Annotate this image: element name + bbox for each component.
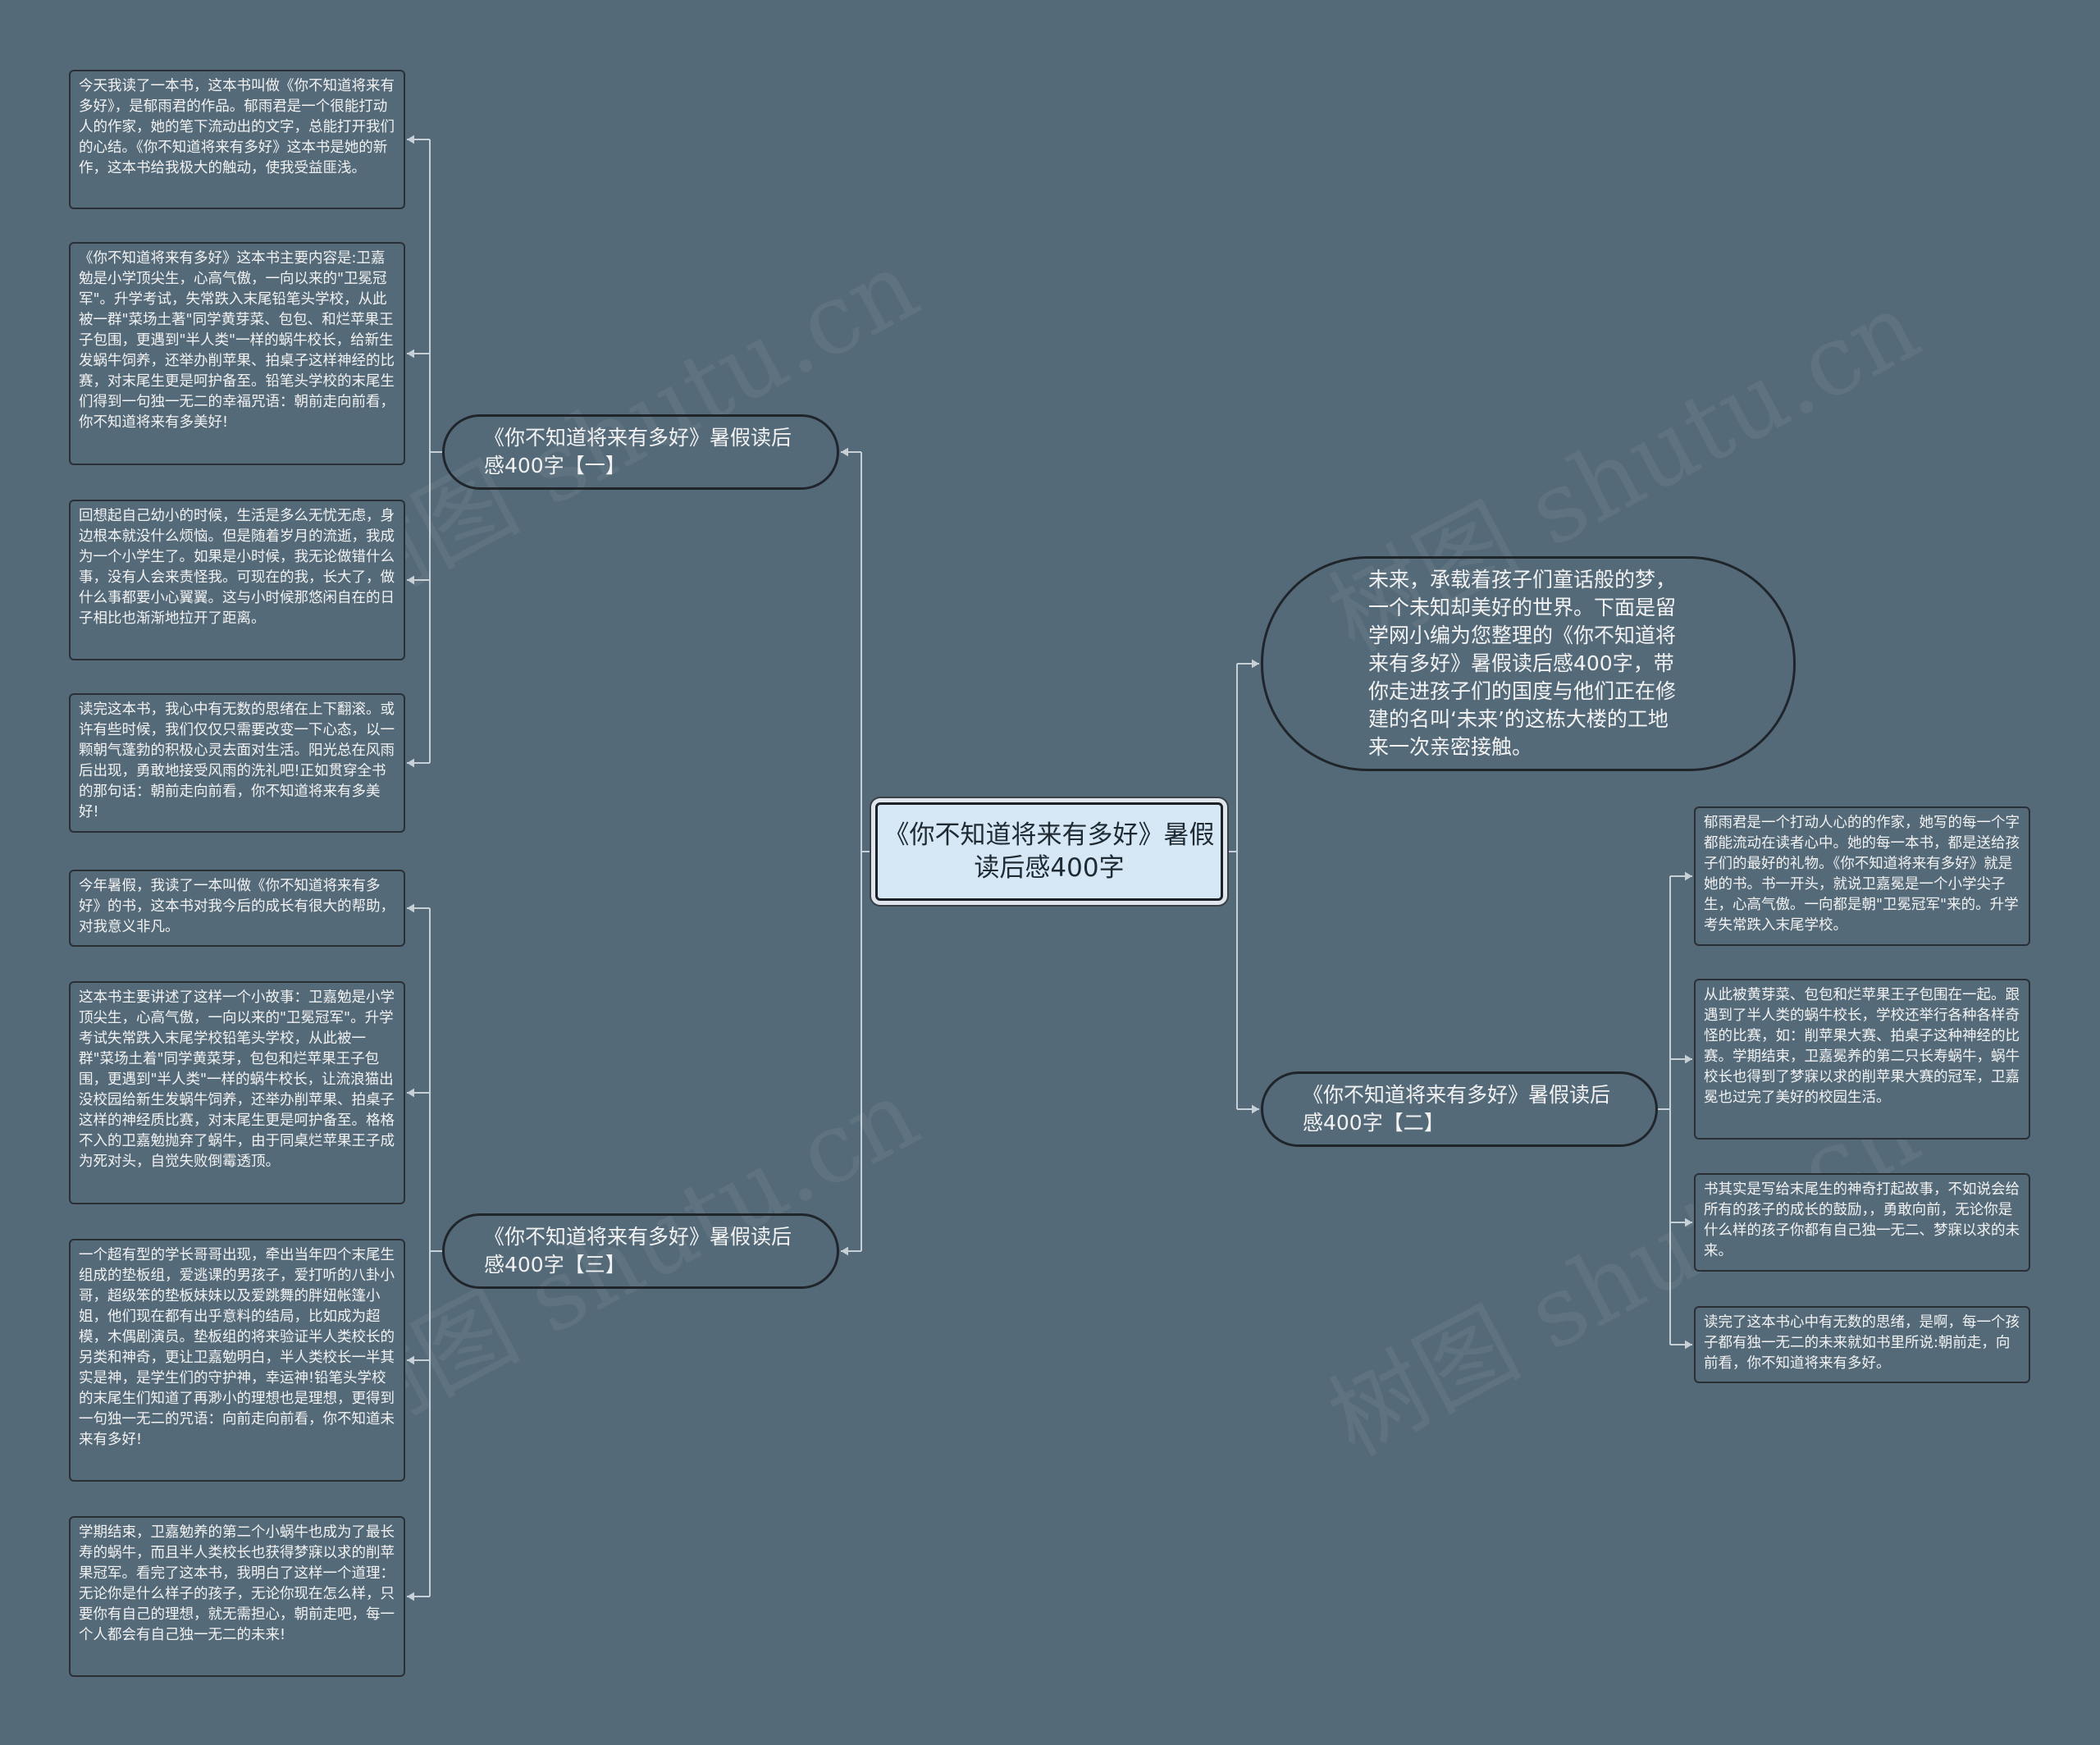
- leaf-node[interactable]: 《你不知道将来有多好》这本书主要内容是:卫嘉勉是小学顶尖生，心高气傲，一向以来的…: [69, 242, 405, 465]
- arrowhead: [1252, 1104, 1259, 1114]
- leaf-text: 从此被黄芽菜、包包和烂苹果王子包围在一起。跟遇到了半人类的蜗牛校长，学校还举行各…: [1704, 987, 2020, 1106]
- branch-label: 《你不知道将来有多好》暑假读后感400字【一】: [484, 426, 792, 477]
- leaf-node[interactable]: 今天我读了一本书，这本书叫做《你不知道将来有多好》，是郁雨君的作品。郁雨君是一个…: [69, 70, 405, 209]
- leaf-node[interactable]: 读完了这本书心中有无数的思绪，是啊，每一个孩子都有独一无二的未来就如书里所说:朝…: [1694, 1306, 2030, 1383]
- branch-node-1[interactable]: 《你不知道将来有多好》暑假读后感400字【一】: [442, 414, 839, 490]
- branch-node-2[interactable]: 《你不知道将来有多好》暑假读后感400字【二】: [1261, 1071, 1658, 1147]
- arrowhead: [407, 1355, 414, 1365]
- leaf-node[interactable]: 郁雨君是一个打动人心的的作家，她写的每一个字都能流动在读者心中。她的每一本书，都…: [1694, 806, 2030, 946]
- leaf-text: 今天我读了一本书，这本书叫做《你不知道将来有多好》，是郁雨君的作品。郁雨君是一个…: [79, 78, 395, 176]
- leaf-text: 回想起自己幼小的时候，生活是多么无忧无虑，身边根本就没什么烦恼。但是随着岁月的流…: [79, 508, 395, 627]
- leaf-text: 读完这本书，我心中有无数的思绪在上下翻滚。或许有些时候，我们仅仅只需要改变一下心…: [79, 701, 395, 820]
- leaf-text: 今年暑假，我读了一本叫做《你不知道将来有多好》的书，这本书对我今后的成长有很大的…: [79, 878, 395, 935]
- leaf-text: 读完了这本书心中有无数的思绪，是啊，每一个孩子都有独一无二的未来就如书里所说:朝…: [1704, 1314, 2020, 1372]
- leaf-text: 《你不知道将来有多好》这本书主要内容是:卫嘉勉是小学顶尖生，心高气傲，一向以来的…: [79, 250, 395, 431]
- leaf-node[interactable]: 今年暑假，我读了一本叫做《你不知道将来有多好》的书，这本书对我今后的成长有很大的…: [69, 870, 405, 947]
- leaf-text: 学期结束，卫嘉勉养的第二个小蜗牛也成为了最长寿的蜗牛，而且半人类校长也获得梦寐以…: [79, 1524, 395, 1643]
- leaf-node[interactable]: 从此被黄芽菜、包包和烂苹果王子包围在一起。跟遇到了半人类的蜗牛校长，学校还举行各…: [1694, 979, 2030, 1140]
- intro-node[interactable]: 未来，承载着孩子们童话般的梦，一个未知却美好的世界。下面是留学网小编为您整理的《…: [1261, 556, 1796, 771]
- arrowhead: [1252, 659, 1259, 669]
- arrowhead: [1685, 1054, 1692, 1064]
- arrowhead: [407, 575, 414, 585]
- arrowhead: [1685, 1217, 1692, 1227]
- arrowhead: [407, 1088, 414, 1098]
- leaf-text: 一个超有型的学长哥哥出现，牵出当年四个末尾生组成的垫板组，爱逃课的男孩子，爱打听…: [79, 1247, 395, 1448]
- arrowhead: [407, 349, 414, 359]
- arrowhead: [407, 135, 414, 144]
- leaf-node[interactable]: 书其实是写给末尾生的神奇打起故事，不如说会给所有的孩子的成长的鼓励，，勇敢向前，…: [1694, 1173, 2030, 1272]
- arrowhead: [407, 903, 414, 913]
- leaf-text: 郁雨君是一个打动人心的的作家，她写的每一个字都能流动在读者心中。她的每一本书，都…: [1704, 815, 2020, 934]
- arrowhead: [841, 1246, 848, 1256]
- central-topic[interactable]: 《你不知道将来有多好》暑假读后感400字: [875, 802, 1223, 901]
- leaf-node[interactable]: 一个超有型的学长哥哥出现，牵出当年四个末尾生组成的垫板组，爱逃课的男孩子，爱打听…: [69, 1239, 405, 1482]
- arrowhead: [407, 1592, 414, 1601]
- central-topic-label: 《你不知道将来有多好》暑假读后感400字: [883, 820, 1215, 883]
- leaf-text: 书其实是写给末尾生的神奇打起故事，不如说会给所有的孩子的成长的鼓励，，勇敢向前，…: [1704, 1181, 2020, 1259]
- arrowhead: [1685, 871, 1692, 881]
- arrowhead: [841, 447, 848, 457]
- leaf-node[interactable]: 学期结束，卫嘉勉养的第二个小蜗牛也成为了最长寿的蜗牛，而且半人类校长也获得梦寐以…: [69, 1516, 405, 1677]
- leaf-node[interactable]: 回想起自己幼小的时候，生活是多么无忧无虑，身边根本就没什么烦恼。但是随着岁月的流…: [69, 500, 405, 660]
- branch-label: 《你不知道将来有多好》暑假读后感400字【三】: [484, 1225, 792, 1277]
- leaf-node[interactable]: 这本书主要讲述了这样一个小故事：卫嘉勉是小学顶尖生，心高气傲，一向以来的"卫冕冠…: [69, 981, 405, 1204]
- intro-text: 未来，承载着孩子们童话般的梦，一个未知却美好的世界。下面是留学网小编为您整理的《…: [1368, 568, 1677, 759]
- arrowhead: [1685, 1340, 1692, 1350]
- arrowhead: [407, 758, 414, 768]
- leaf-text: 这本书主要讲述了这样一个小故事：卫嘉勉是小学顶尖生，心高气傲，一向以来的"卫冕冠…: [79, 989, 395, 1170]
- leaf-node[interactable]: 读完这本书，我心中有无数的思绪在上下翻滚。或许有些时候，我们仅仅只需要改变一下心…: [69, 693, 405, 833]
- branch-label: 《你不知道将来有多好》暑假读后感400字【二】: [1303, 1083, 1611, 1135]
- branch-node-3[interactable]: 《你不知道将来有多好》暑假读后感400字【三】: [442, 1213, 839, 1289]
